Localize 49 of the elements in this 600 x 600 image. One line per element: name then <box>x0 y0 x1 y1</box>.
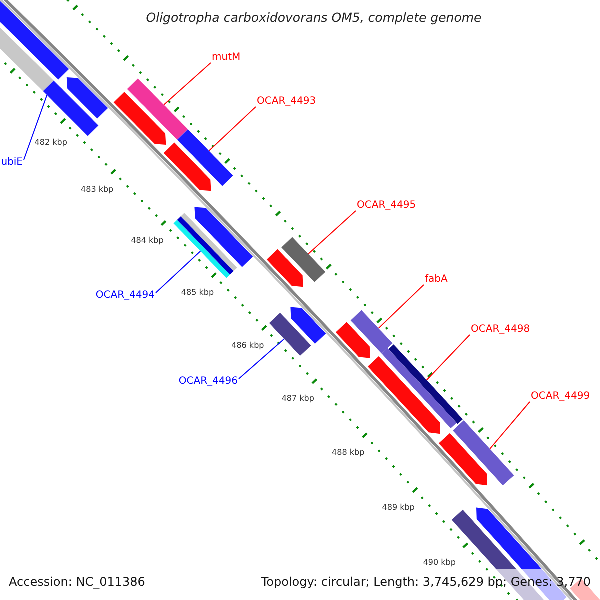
leader-line <box>156 250 202 294</box>
gene-feature <box>290 307 326 344</box>
scale-label: 483 kbp <box>81 184 114 195</box>
scale-label: 482 kbp <box>34 138 68 148</box>
scale-label: 489 kbp <box>382 502 415 513</box>
gene-feature <box>269 313 312 356</box>
gene-feature <box>43 80 99 136</box>
leader-line <box>24 94 48 160</box>
gene-feature <box>350 310 393 354</box>
leader-line <box>378 284 424 329</box>
leader-line <box>308 210 356 255</box>
gene-feature <box>194 207 254 268</box>
gene-label: ubiE <box>1 157 23 169</box>
gene-feature <box>382 348 457 428</box>
scale-label: 485 kbp <box>181 288 214 298</box>
gene-feature <box>336 322 370 358</box>
gene-feature <box>453 420 514 486</box>
gene-feature <box>282 237 326 282</box>
scale-label: 487 kbp <box>282 394 314 404</box>
gene-label: OCAR_4496 <box>178 376 238 388</box>
gene-feature <box>266 249 304 288</box>
gene-feature <box>0 0 70 80</box>
leader-line <box>490 402 530 450</box>
gene-label: OCAR_4494 <box>96 290 155 302</box>
scale-label: 490 kbp <box>423 558 456 568</box>
genome-summary: Topology: circular; Length: 3,745,629 bp; Genes: 3,770 <box>261 575 591 589</box>
gene-label: OCAR_4499 <box>531 391 590 403</box>
leader-line <box>164 62 212 106</box>
gene-feature <box>127 78 188 140</box>
gene-label: OCAR_4493 <box>257 96 316 108</box>
accession-text: Accession: NC_011386 <box>9 575 146 589</box>
gene-label: mutM <box>212 52 241 64</box>
scale-label: 484 kbp <box>131 236 164 246</box>
leader-line <box>238 338 285 380</box>
gene-label: OCAR_4495 <box>357 200 416 212</box>
gene-feature <box>438 433 488 486</box>
gene-label: fabA <box>425 274 448 286</box>
leader-line <box>426 334 470 381</box>
gene-feature <box>66 78 108 119</box>
gene-feature <box>177 130 234 186</box>
map-title: Oligotropha carboxidovorans OM5, complete genome <box>146 10 482 25</box>
gene-label: OCAR_4498 <box>471 324 530 336</box>
leader-line <box>208 106 256 152</box>
gene-feature <box>388 344 463 424</box>
scale-label: 488 kbp <box>332 448 365 458</box>
scale-label: 486 kbp <box>232 340 264 351</box>
gene-feature <box>164 142 212 192</box>
gene-feature <box>368 356 440 434</box>
gene-feature <box>114 92 166 145</box>
